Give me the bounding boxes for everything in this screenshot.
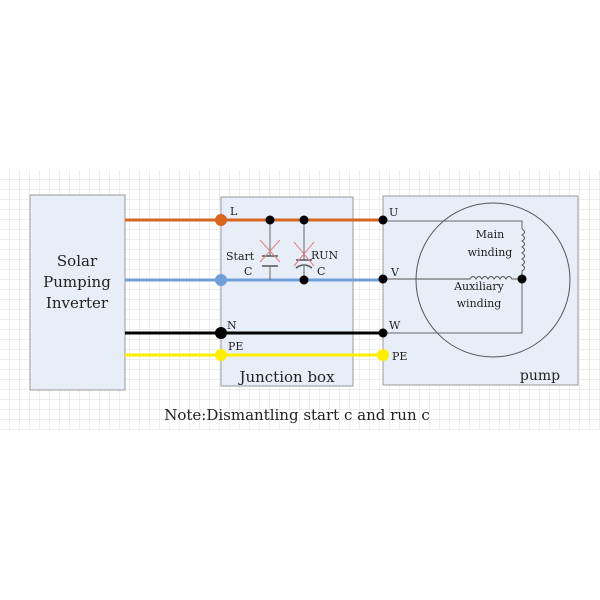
- inverter-box: Solar Pumping Inverter: [29, 194, 126, 391]
- inverter-label: Solar: [57, 252, 98, 270]
- junction-box: Junction box: [220, 196, 354, 387]
- node: [299, 215, 309, 225]
- terminal-V: [378, 274, 388, 284]
- start-capacitor: Start C: [226, 220, 281, 280]
- run-cap-label: C: [317, 265, 325, 278]
- w-wire: [383, 279, 523, 334]
- label-U: U: [389, 206, 398, 219]
- terminal-PE: [377, 349, 389, 361]
- main-winding-label: Main: [476, 228, 504, 241]
- main-winding-label: winding: [468, 246, 513, 259]
- inverter-label: Inverter: [46, 294, 109, 312]
- terminal-V-in: [215, 274, 227, 286]
- aux-winding-label: winding: [457, 297, 502, 310]
- pump-box: pump Main winding Auxiliary winding: [382, 195, 579, 386]
- label-V: V: [390, 266, 400, 279]
- label-PE-pump: PE: [392, 350, 407, 363]
- winding-node: [517, 274, 527, 284]
- aux-winding-coil-icon: [383, 276, 522, 280]
- start-cap-label: C: [244, 265, 252, 278]
- node: [265, 215, 275, 225]
- removed-cross-icon: [259, 239, 281, 263]
- terminal-U: [378, 215, 388, 225]
- run-cap-label: RUN: [311, 249, 339, 262]
- terminal-L: [215, 214, 227, 226]
- pump-title: pump: [520, 368, 560, 384]
- label-N: N: [227, 319, 237, 332]
- label-L: L: [230, 205, 238, 218]
- label-W: W: [389, 319, 401, 332]
- main-winding-wire: [383, 220, 523, 229]
- terminal-N: [215, 327, 227, 339]
- aux-winding-label: Auxiliary: [453, 280, 505, 293]
- node: [299, 275, 309, 285]
- inverter-label: Pumping: [43, 273, 111, 291]
- main-winding-coil-icon: [521, 228, 525, 279]
- start-cap-label: Start: [226, 250, 255, 263]
- terminal-PE-in: [215, 349, 227, 361]
- label-PE-jb: PE: [228, 340, 243, 353]
- run-capacitor: RUN C: [293, 220, 339, 280]
- junction-box-title: Junction box: [237, 368, 335, 386]
- note-text: Note:Dismantling start c and run c: [164, 406, 430, 424]
- terminal-W: [378, 328, 388, 338]
- removed-cross-icon: [293, 241, 315, 267]
- motor-circle: [415, 202, 571, 358]
